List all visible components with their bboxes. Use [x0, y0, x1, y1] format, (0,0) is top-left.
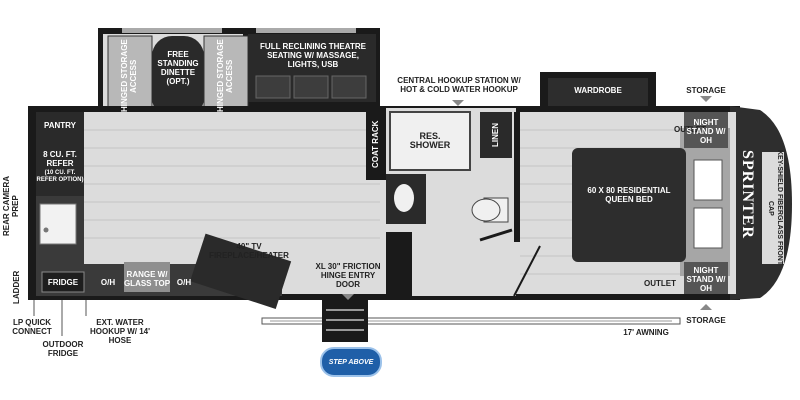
label-storage-top: STORAGE — [686, 86, 726, 95]
entry-wall — [386, 232, 412, 296]
sink-drain — [43, 227, 49, 233]
label-awning: 17' AWNING — [623, 328, 669, 337]
label-night-stand-bottom: NIGHT STAND W/ OH — [686, 266, 726, 293]
hinged-storage-right — [203, 35, 249, 119]
label-outlet-bottom: OUTLET — [644, 279, 676, 288]
fireplace-unit — [190, 233, 292, 309]
label-outlet-top: OUTLET — [674, 125, 706, 134]
label-outdoor-fridge: OUTDOOR FRIDGE — [42, 340, 84, 358]
label-entry-door: XL 30" FRICTION HINGE ENTRY DOOR — [315, 262, 381, 289]
slide-roller-2 — [256, 28, 356, 33]
coat-rack-wall — [366, 108, 386, 180]
wardrobe-inner — [548, 78, 648, 108]
front-cap-window — [762, 152, 784, 264]
toilet-bowl — [471, 198, 501, 222]
label-theatre-seating: FULL RECLINING THEATRE SEATING W/ MASSAG… — [260, 42, 366, 69]
label-storage-bottom: STORAGE — [686, 316, 726, 325]
seat-cushion-3 — [331, 75, 367, 99]
label-fireplace: 40" TV FIREPLACE/HEATER — [209, 242, 289, 260]
seat-cushion-1 — [255, 75, 291, 99]
label-refer-option: (10 CU. FT. REFER OPTION) — [36, 170, 84, 183]
pantry — [36, 112, 84, 140]
night-stand-bottom — [684, 262, 728, 294]
label-pantry: PANTRY — [44, 121, 76, 130]
refrigerator — [36, 140, 84, 196]
bath-door — [479, 228, 513, 242]
queen-bed — [572, 148, 686, 262]
kitchen-sink — [39, 203, 77, 245]
label-central-hookup: CENTRAL HOOKUP STATION W/ HOT & COLD WAT… — [397, 76, 521, 94]
label-refer: 8 CU. FT. REFER — [43, 150, 77, 168]
arrow-storage-bottom — [700, 304, 712, 310]
label-fridge: FRIDGE — [47, 278, 79, 287]
arrow-storage-top — [700, 96, 712, 102]
night-stand-top — [684, 112, 728, 148]
arrow-entry-door — [342, 294, 354, 300]
label-coat-rack: COAT RACK — [371, 120, 380, 168]
label-oh-right: O/H — [176, 278, 192, 287]
bathroom-sink — [394, 184, 414, 212]
label-queen-bed: 60 X 80 RESIDENTIAL QUEEN BED — [587, 186, 671, 204]
label-rear-camera: REAR CAMERA PREP — [2, 176, 20, 236]
seat-cushion-2 — [293, 75, 329, 99]
slide-roller-1 — [122, 28, 222, 33]
label-ladder: LADDER — [12, 270, 21, 304]
label-front-cap: KEY-SHIELD FIBERGLASS FRONT CAP — [767, 150, 783, 266]
dinette-table — [152, 36, 204, 118]
range-top — [124, 262, 170, 292]
outdoor-fridge-box — [41, 271, 85, 293]
label-lp-quick-connect: LP QUICK CONNECT — [12, 318, 52, 336]
label-free-standing-dinette: FREE STANDING DINETTE (OPT.) — [157, 50, 199, 86]
bed-rug — [680, 128, 730, 276]
arrow-hookup — [452, 100, 464, 106]
label-ext-water: EXT. WATER HOOKUP W/ 14' HOSE — [90, 318, 150, 345]
step-above-badge: STEP ABOVE — [320, 347, 382, 377]
pillow-1 — [693, 159, 723, 201]
bedroom-partition — [514, 112, 520, 242]
pillow-2 — [693, 207, 723, 249]
label-night-stand-top: NIGHT STAND W/ OH — [686, 118, 726, 145]
label-hinged-storage-right: HINGED STORAGE ACCESS — [216, 39, 234, 113]
label-oh-left: O/H — [100, 278, 116, 287]
label-hinged-storage-left: HINGED STORAGE ACCESS — [120, 39, 138, 113]
bedroom-door — [513, 245, 541, 297]
label-res-shower: RES. SHOWER — [409, 131, 451, 150]
label-wardrobe: WARDROBE — [574, 86, 622, 95]
linen-cabinet — [480, 112, 512, 158]
shower-stall — [389, 111, 471, 171]
label-linen: LINEN — [491, 123, 500, 147]
label-range: RANGE W/ GLASS TOP — [123, 270, 171, 288]
brand-logo-sprinter: SPRINTER — [739, 150, 756, 239]
